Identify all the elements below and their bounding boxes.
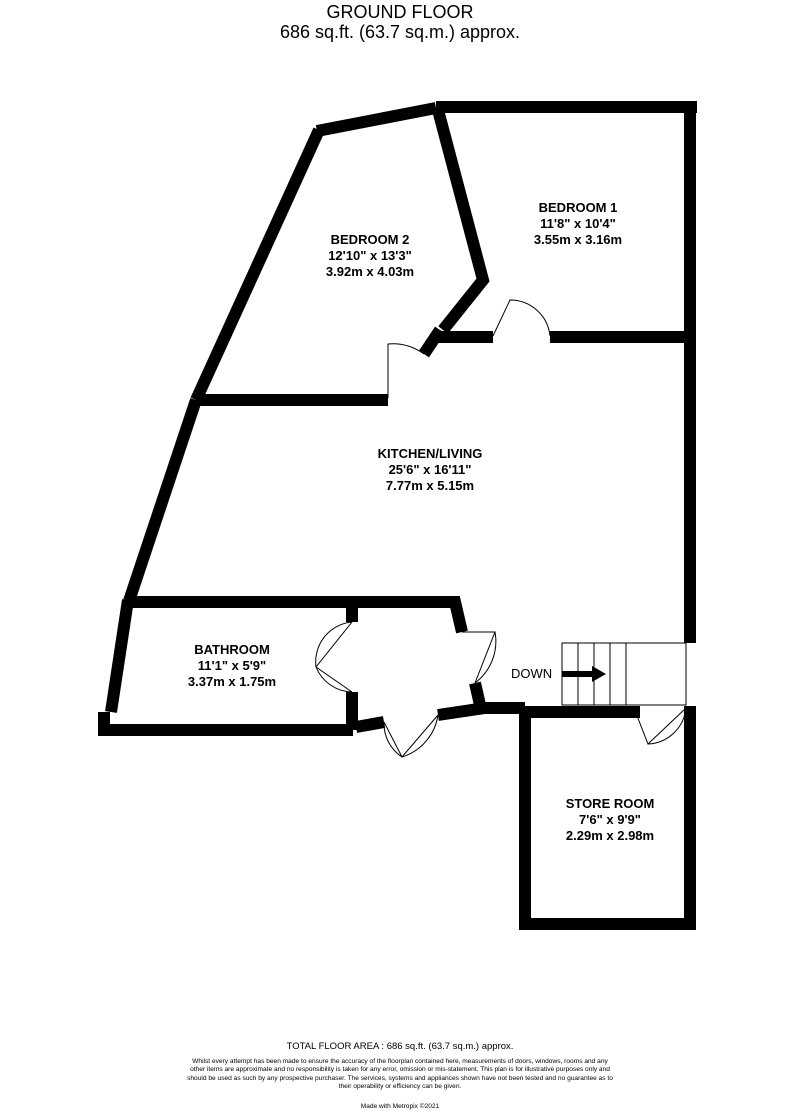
door-bedroom2: [387, 343, 425, 398]
floor-title: GROUND FLOOR: [326, 2, 474, 22]
room-size-imperial: 11'1" x 5'9": [197, 658, 267, 673]
stairs-down-label: DOWN: [511, 666, 553, 681]
room-label-bedroom1: BEDROOM 1 11'8" x 10'4" 3.55m x 3.16m: [508, 200, 648, 248]
door-entrance: [383, 714, 439, 758]
wall-bathroom-top: [129, 596, 468, 634]
room-size-metric: 3.37m x 1.75m: [187, 674, 277, 689]
room-name: STORE ROOM: [565, 796, 655, 811]
room-size-metric: 3.55m x 3.16m: [533, 232, 623, 247]
wall-hall-right: [469, 681, 486, 707]
door-bedroom1: [492, 299, 551, 337]
room-label-bedroom2: BEDROOM 2 12'10" x 13'3" 3.92m x 4.03m: [300, 232, 440, 280]
wall-hall-bottom-right: [437, 702, 525, 721]
arrow-right-icon: [562, 666, 606, 682]
room-size-metric: 3.92m x 4.03m: [325, 264, 415, 279]
wall-left-bathroom: [105, 599, 134, 713]
door-store: [633, 707, 687, 745]
room-name: BATHROOM: [194, 642, 270, 657]
room-size-imperial: 7'6" x 9'9": [579, 812, 641, 827]
floor-header: GROUND FLOOR 686 sq.ft. (63.7 sq.m.) app…: [0, 2, 800, 42]
door-bathroom: [315, 621, 353, 693]
wall-left-bedroom2: [190, 127, 325, 403]
wall-top-bedroom2: [315, 102, 438, 137]
room-size-metric: 7.77m x 5.15m: [385, 478, 475, 493]
room-size-imperial: 12'10" x 13'3": [328, 248, 412, 263]
total-floor-area: TOTAL FLOOR AREA : 686 sq.ft. (63.7 sq.m…: [286, 1041, 514, 1052]
room-label-kitchen: KITCHEN/LIVING 25'6" x 16'11" 7.77m x 5.…: [355, 446, 505, 494]
made-with-credit: Made with Metropix ©2021: [360, 1103, 440, 1110]
disclaimer-text: Whilst every attempt has been made to en…: [187, 1058, 613, 1090]
floor-area: 686 sq.ft. (63.7 sq.m.) approx.: [279, 22, 521, 42]
room-label-bathroom: BATHROOM 11'1" x 5'9" 3.37m x 1.75m: [162, 642, 302, 690]
wall-bedroom-divider: [432, 108, 490, 334]
room-name: KITCHEN/LIVING: [377, 446, 483, 461]
room-name: BEDROOM 1: [538, 200, 618, 215]
room-size-metric: 2.29m x 2.98m: [565, 828, 655, 843]
room-size-imperial: 25'6" x 16'11": [388, 462, 472, 477]
wall-bottom-bathroom: [98, 712, 353, 736]
wall-left-kitchen: [123, 398, 202, 603]
door-kitchen: [462, 631, 497, 684]
room-name: BEDROOM 2: [330, 232, 410, 247]
room-label-store: STORE ROOM 7'6" x 9'9" 2.29m x 2.98m: [540, 796, 680, 844]
room-size-imperial: 11'8" x 10'4": [540, 216, 616, 231]
wall-hall-bottom-left: [354, 716, 386, 733]
